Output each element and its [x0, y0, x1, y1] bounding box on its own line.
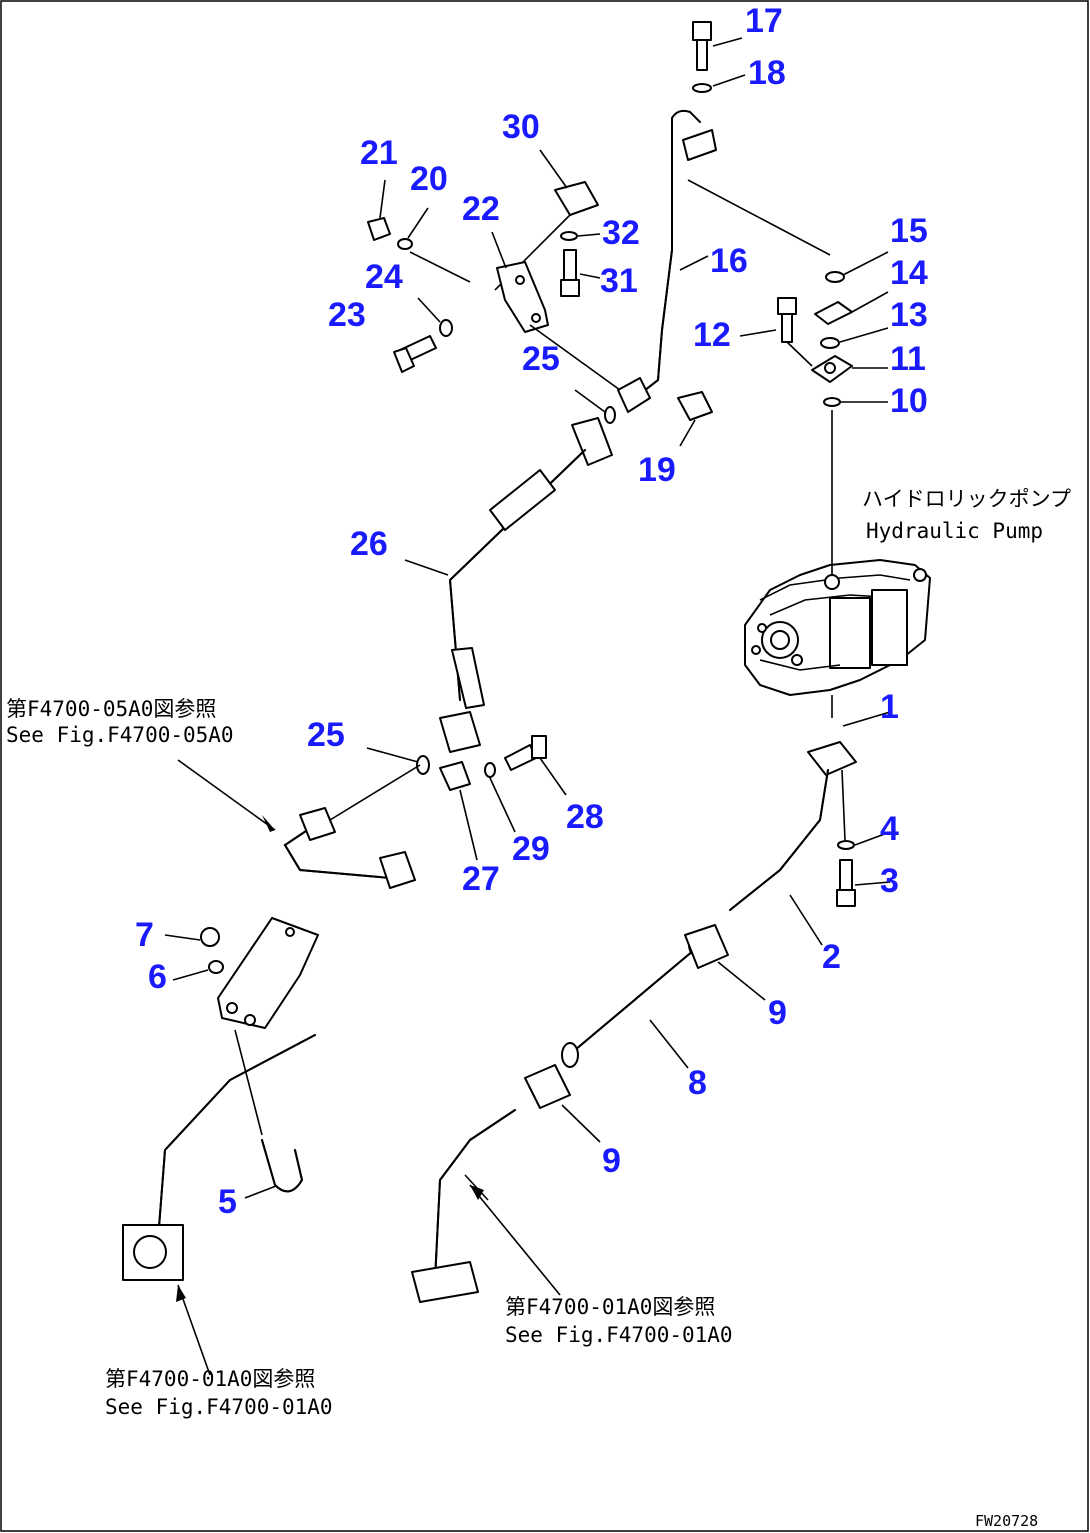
- oring-10: [823, 397, 841, 407]
- note-pump-en: Hydraulic Pump: [866, 519, 1043, 543]
- bracket-lower: [217, 917, 319, 1029]
- note-ref-05a0-en: See Fig.F4700-05A0: [6, 723, 234, 747]
- suction-pipe-ref-01a0-mid: [411, 1109, 516, 1303]
- callout-16: 16: [710, 242, 748, 280]
- note-pump-jp: ハイドロリックポンプ: [862, 487, 1071, 511]
- callout-23: 23: [328, 296, 366, 334]
- washer-18: [692, 83, 712, 93]
- callout-12: 12: [693, 316, 731, 354]
- oring-25-upper: [604, 406, 616, 424]
- callout-1: 1: [880, 688, 899, 726]
- callout-13: 13: [890, 296, 928, 334]
- clamp-19: [677, 391, 713, 421]
- arrow-01a0-mid: [469, 1184, 561, 1296]
- note-ref-01a0-mid-en: See Fig.F4700-01A0: [505, 1323, 733, 1347]
- callout-32: 32: [602, 214, 640, 252]
- callout-17: 17: [745, 2, 783, 40]
- callout-15: 15: [890, 212, 928, 250]
- arrow-01a0-low: [176, 1284, 211, 1376]
- callout-29: 29: [512, 830, 550, 868]
- callout-28: 28: [566, 798, 604, 836]
- callout-6: 6: [148, 958, 167, 996]
- pipe-16-flange: [617, 377, 651, 413]
- callout-8: 8: [688, 1064, 707, 1102]
- clamp-9-lower: [524, 1064, 571, 1109]
- oring-13: [820, 337, 840, 349]
- oring-15: [825, 271, 845, 283]
- bolt-3: [836, 859, 856, 907]
- washer-20: [397, 238, 413, 250]
- bolt-12: [777, 297, 813, 367]
- bolt-17: [692, 21, 712, 71]
- callout-31: 31: [600, 262, 638, 300]
- callout-18: 18: [748, 54, 786, 92]
- callout-9-upper: 9: [768, 994, 787, 1032]
- callout-3: 3: [880, 862, 899, 900]
- suction-pipe-ref-01a0-low: [122, 1034, 316, 1281]
- clamp-9-upper: [684, 924, 729, 969]
- pipe-2: [729, 741, 857, 911]
- callout-25-upper: 25: [522, 340, 560, 378]
- pipe-16-bracket: [682, 129, 717, 161]
- washer-29: [484, 762, 496, 778]
- callout-21: 21: [360, 134, 398, 172]
- washer-32: [560, 231, 578, 241]
- callout-22: 22: [462, 190, 500, 228]
- callout-25-lower: 25: [307, 716, 345, 754]
- callout-27: 27: [462, 860, 500, 898]
- leader-16-15: [687, 179, 831, 256]
- plate-14: [814, 301, 853, 325]
- bolt-31: [560, 249, 580, 297]
- clamp-30: [554, 181, 599, 216]
- note-ref-01a0-low-en: See Fig.F4700-01A0: [105, 1395, 333, 1419]
- callout-2: 2: [822, 938, 841, 976]
- callout-19: 19: [638, 451, 676, 489]
- washer-24: [439, 319, 453, 337]
- washer-4: [837, 840, 855, 850]
- tube-5: [261, 1139, 304, 1193]
- note-ref-05a0-jp: 第F4700-05A0図参照: [6, 697, 216, 721]
- hose-26: [439, 417, 613, 753]
- note-ref-01a0-low-jp: 第F4700-01A0図参照: [105, 1367, 315, 1391]
- callout-11: 11: [890, 340, 926, 378]
- hydraulic-pump-drawing: [744, 559, 931, 696]
- callout-24: 24: [365, 258, 403, 296]
- note-ref-01a0-mid-jp: 第F4700-01A0図参照: [505, 1295, 715, 1319]
- callout-30: 30: [502, 108, 540, 146]
- callout-4: 4: [880, 810, 899, 848]
- clamp-27: [439, 761, 471, 791]
- oring-25-lower: [416, 755, 430, 775]
- pipe-ref-05a0: [283, 764, 421, 889]
- nut-7: [200, 927, 220, 947]
- pipe-16: [634, 117, 673, 399]
- callout-9-lower: 9: [602, 1142, 621, 1180]
- callout-7: 7: [135, 916, 154, 954]
- washer-6: [208, 960, 224, 974]
- callout-10: 10: [890, 382, 928, 420]
- callout-5: 5: [218, 1183, 237, 1221]
- bolt-23: [393, 335, 437, 373]
- arrow-05a0: [177, 759, 276, 832]
- callout-14: 14: [890, 254, 928, 292]
- callout-leaders: [164, 37, 891, 1199]
- drawing-id: FW20728: [975, 1512, 1038, 1530]
- nut-21: [367, 217, 391, 241]
- pipe-16-outline: [634, 117, 673, 399]
- callout-26: 26: [350, 525, 388, 563]
- bolt-28: [504, 735, 547, 771]
- bracket-22: [496, 261, 549, 333]
- callout-20: 20: [410, 160, 448, 198]
